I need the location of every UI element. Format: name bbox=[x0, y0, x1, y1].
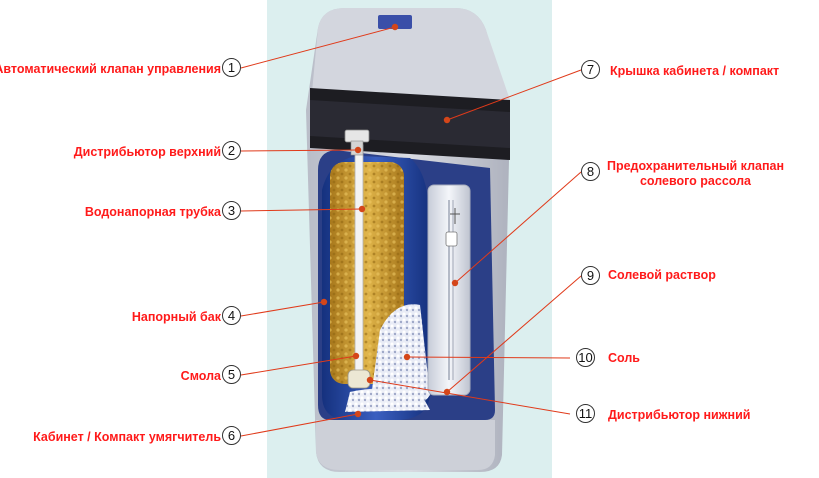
callout-number-4: 4 bbox=[222, 306, 241, 325]
brine-valve bbox=[445, 231, 458, 247]
callout-label-brine-valve: Предохранительный клапан солевого рассол… bbox=[606, 159, 785, 188]
callout-label-cabinet: Кабинет / Компакт умягчитель bbox=[33, 430, 221, 444]
callout-number-11: 11 bbox=[576, 404, 595, 423]
callout-label-control-valve: Автоматический клапан управления bbox=[0, 62, 221, 76]
callout-label-upper-distributor: Дистрибьютор верхний bbox=[73, 145, 221, 159]
callout-label-brine-solution: Солевой раствор bbox=[608, 268, 716, 282]
callout-number-6: 6 bbox=[222, 426, 241, 445]
callout-number-9: 9 bbox=[581, 266, 600, 285]
leader-dots bbox=[320, 23, 459, 418]
cabinet-lid bbox=[312, 8, 510, 100]
callout-label-resin: Смола bbox=[180, 369, 221, 383]
callout-label-lower-distributor: Дистрибьютор нижний bbox=[608, 408, 751, 422]
callout-number-7: 7 bbox=[581, 60, 600, 79]
control-panel bbox=[378, 15, 412, 29]
upper-distributor bbox=[344, 129, 370, 143]
callout-number-2: 2 bbox=[222, 141, 241, 160]
leader-lines bbox=[240, 26, 582, 437]
callout-label-cabinet-lid: Крышка кабинета / компакт bbox=[610, 64, 780, 78]
callout-label-pressure-tank: Напорный бак bbox=[131, 310, 221, 324]
callout-label-salt: Соль bbox=[608, 351, 640, 365]
callout-number-5: 5 bbox=[222, 365, 241, 384]
callout-number-8: 8 bbox=[581, 162, 600, 181]
callout-label-riser-tube: Водонапорная трубка bbox=[84, 205, 221, 219]
callout-number-1: 1 bbox=[222, 58, 241, 77]
callout-number-3: 3 bbox=[222, 201, 241, 220]
riser-tube bbox=[354, 144, 364, 381]
callout-number-10: 10 bbox=[576, 348, 595, 367]
lower-distributor bbox=[347, 369, 371, 389]
